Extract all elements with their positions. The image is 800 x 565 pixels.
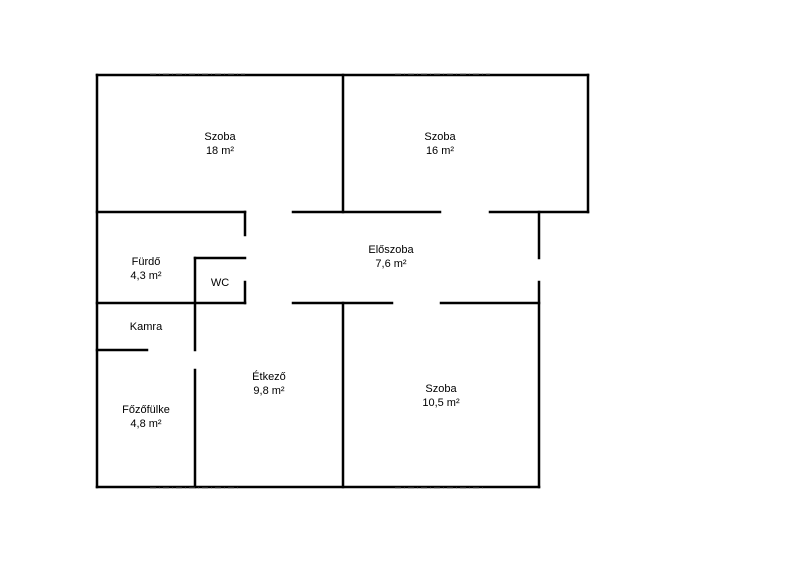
room-area-szoba-1: 18 m² <box>206 145 234 157</box>
room-name-fozofulke: Főzőfülke <box>122 404 170 416</box>
room-name-szoba-2: Szoba <box>424 131 456 143</box>
room-labels: Szoba 18 m² Szoba 16 m² Fürdő 4,3 m² WC … <box>122 131 460 430</box>
room-area-eloszoba: 7,6 m² <box>375 258 407 270</box>
walls <box>95 73 590 489</box>
room-name-kamra: Kamra <box>130 321 163 333</box>
room-name-szoba-3: Szoba <box>425 383 457 395</box>
room-name-szoba-1: Szoba <box>204 131 236 143</box>
room-area-fozofulke: 4,8 m² <box>130 418 162 430</box>
room-name-etkezo: Étkező <box>252 370 286 383</box>
room-area-furdo: 4,3 m² <box>130 270 162 282</box>
room-name-wc: WC <box>211 277 229 289</box>
windows <box>150 73 490 489</box>
room-area-szoba-3: 10,5 m² <box>422 397 460 409</box>
room-area-szoba-2: 16 m² <box>426 145 454 157</box>
room-name-furdo: Fürdő <box>132 256 161 268</box>
room-name-eloszoba: Előszoba <box>368 244 414 256</box>
room-area-etkezo: 9,8 m² <box>253 385 285 397</box>
